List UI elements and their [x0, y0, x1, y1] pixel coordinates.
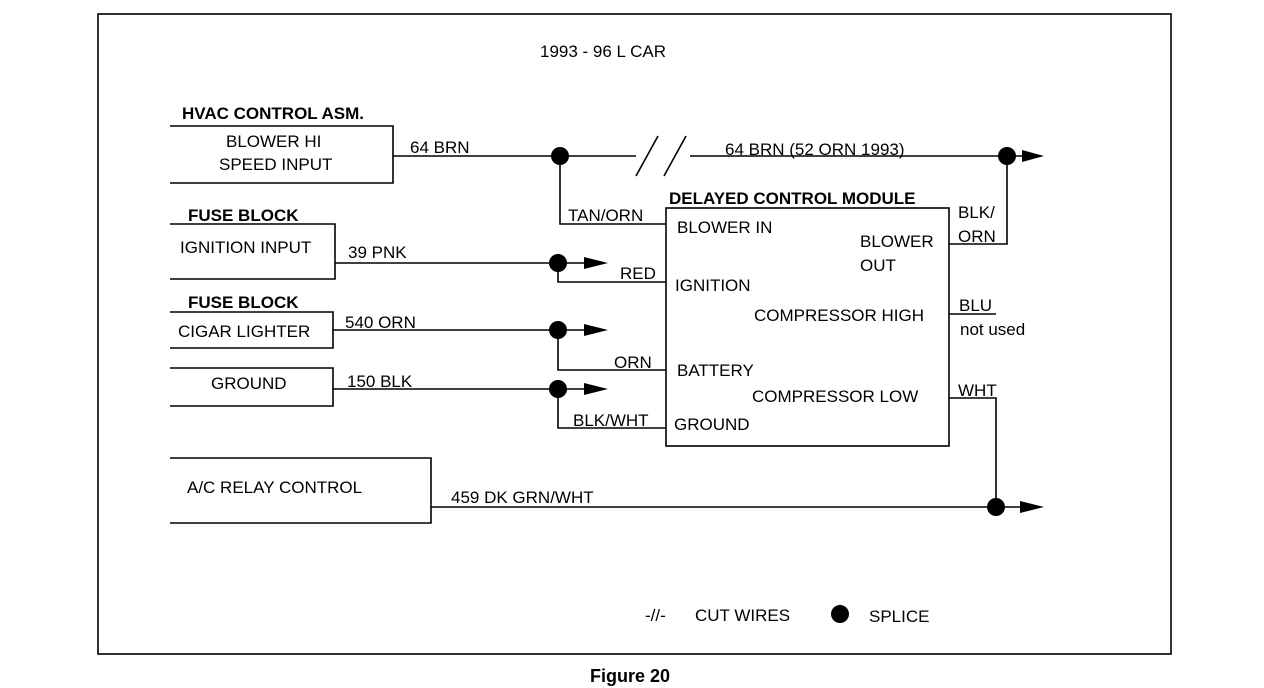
not-used-label: not used: [960, 320, 1025, 339]
legend-splice-icon: [831, 605, 849, 623]
blk-orn-label-1: BLK/: [958, 203, 995, 222]
legend-cut-label: CUT WIRES: [695, 606, 790, 625]
blu-label: BLU: [959, 296, 992, 315]
hvac-heading: HVAC CONTROL ASM.: [182, 104, 364, 123]
module-box: [665, 207, 950, 447]
module-blower-out-2: OUT: [860, 256, 896, 275]
module-blower-out-1: BLOWER: [860, 232, 934, 251]
ground-wire-label: 150 BLK: [347, 372, 413, 391]
module-pin-ignition: IGNITION: [675, 276, 751, 295]
wire-blk-wht: [557, 389, 666, 429]
arrow-right-icon: [1020, 501, 1044, 513]
ground-label: GROUND: [211, 374, 287, 393]
wire-wht: [949, 397, 997, 507]
module-pin-battery: BATTERY: [677, 361, 754, 380]
splice-dot: [987, 498, 1005, 516]
wire-tan-orn: [559, 156, 666, 225]
legend-splice-label: SPLICE: [869, 607, 929, 626]
cut-mark-2: [663, 135, 687, 177]
wht-label: WHT: [958, 381, 997, 400]
fuse-ignition-wire-label: 39 PNK: [348, 243, 407, 262]
fuse-cigar-wire-label: 540 ORN: [345, 313, 416, 332]
fuse-ignition-label: IGNITION INPUT: [180, 238, 311, 257]
arrow-right-icon: [584, 257, 608, 269]
ac-relay-box: [170, 457, 432, 524]
fuse-cigar-heading: FUSE BLOCK: [188, 293, 299, 312]
diagram-frame: [97, 13, 1172, 655]
fuse-ignition-heading: FUSE BLOCK: [188, 206, 299, 225]
hvac-line2: SPEED INPUT: [219, 155, 332, 174]
arrow-right-icon: [1022, 150, 1044, 162]
hvac-wire-label: 64 BRN: [410, 138, 470, 157]
module-title: DELAYED CONTROL MODULE: [669, 189, 916, 208]
figure-caption: Figure 20: [590, 666, 670, 686]
tap-red-label: RED: [620, 264, 656, 283]
tap-orn-label: ORN: [614, 353, 652, 372]
wire-red: [557, 263, 666, 283]
fuse-ignition-box: [170, 223, 336, 280]
arrow-right-icon: [584, 324, 608, 336]
fuse-cigar-label: CIGAR LIGHTER: [178, 322, 310, 341]
diagram-title: 1993 - 96 L CAR: [540, 42, 666, 61]
legend-cut-symbol: -//-: [645, 606, 666, 625]
hvac-line1: BLOWER HI: [226, 132, 321, 151]
module-compressor-low: COMPRESSOR LOW: [752, 387, 918, 406]
module-pin-ground: GROUND: [674, 415, 750, 434]
tap-tan-orn-label: TAN/ORN: [568, 206, 643, 225]
module-pin-blower-in: BLOWER IN: [677, 218, 772, 237]
ac-relay-wire-label: 459 DK GRN/WHT: [451, 488, 594, 507]
cut-mark-1: [635, 135, 659, 177]
ground-box: [170, 367, 334, 407]
wire-blk-orn: [949, 156, 1008, 245]
hvac-box: [170, 125, 394, 184]
ac-relay-label: A/C RELAY CONTROL: [187, 478, 362, 497]
module-compressor-high: COMPRESSOR HIGH: [754, 306, 924, 325]
tap-blk-wht-label: BLK/WHT: [573, 411, 649, 430]
arrow-right-icon: [584, 383, 608, 395]
wire-orn: [557, 330, 666, 371]
blk-orn-label-2: ORN: [958, 227, 996, 246]
cut-wire-label: 64 BRN (52 ORN 1993): [725, 140, 905, 159]
